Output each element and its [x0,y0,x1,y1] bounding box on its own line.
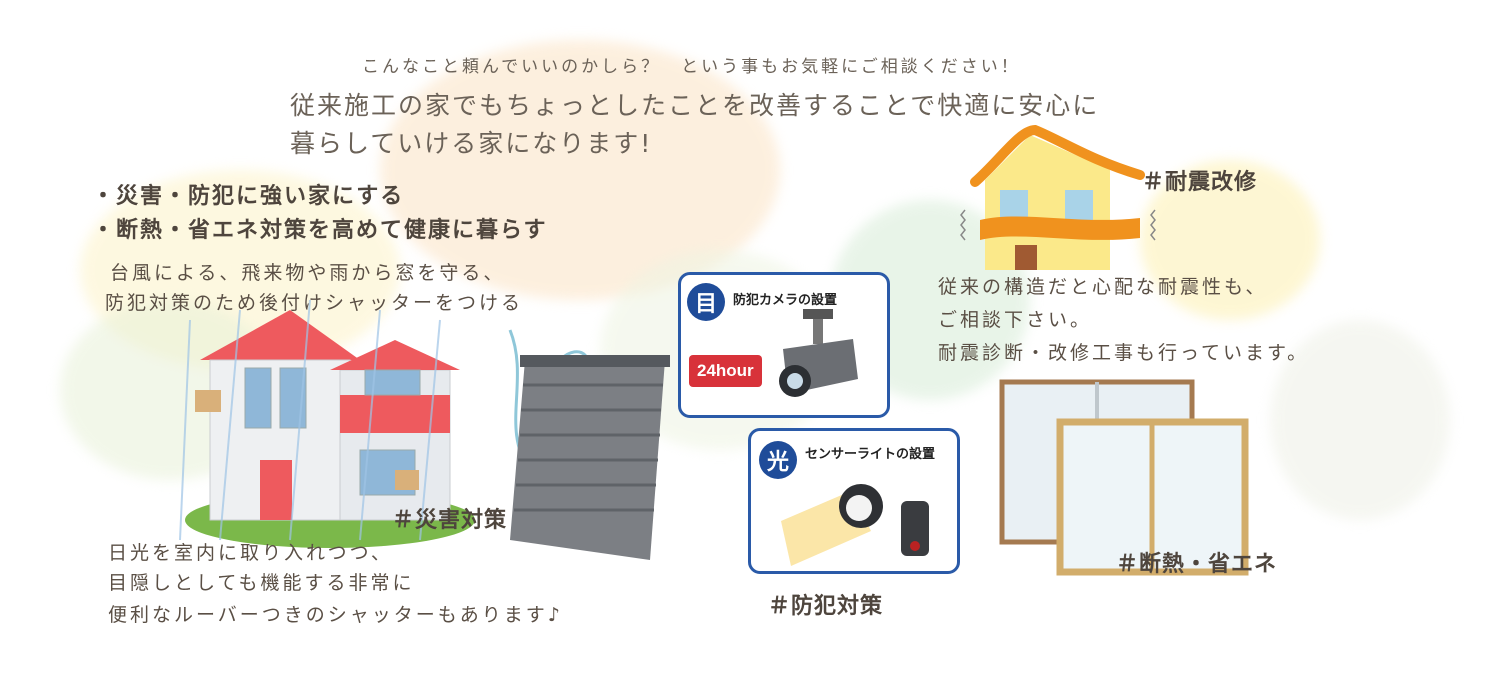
double-window-illustration [999,379,1249,576]
louver-line1: 日光を室内に取り入れつつ、 [108,542,393,564]
bg-wash-grey-right [1270,320,1450,520]
louver-line2: 目隠しとしても機能する非常に [108,572,415,594]
quake-line2: ご相談下さい。 [938,309,1093,331]
bg-wash-yellow-right [1140,160,1320,320]
storm-house-illustration [179,299,475,548]
light-badge: 光 [759,441,797,479]
24hour-badge: 24hour [689,355,762,387]
light-card-title: センサーライトの設置 [805,447,936,462]
bullet-insulation: ・断熱・省エネ対策を高めて健康に暮らす [92,218,548,243]
crime-tag: ＃防犯対策 [768,594,884,619]
headline-line2: 暮らしていける家になります! [290,129,653,158]
headline-line1: 従来施工の家でもちょっとしたことを改善することで快適に安心に [290,91,1100,120]
shutter-illustration [508,329,670,560]
earthquake-house-illustration [960,124,1156,270]
quake-line3: 耐震診断・改修工事も行っています。 [938,342,1310,364]
insulation-tag: ＃断熱・省エネ [1116,552,1278,577]
camera-badge: 目 [687,283,725,321]
quake-line1: 従来の構造だと心配な耐震性も、 [938,276,1268,298]
bullet-disaster-crime: ・災害・防犯に強い家にする [92,184,405,209]
disaster-description-line2: 防犯対策のため後付けシャッターをつける [105,292,524,314]
camera-card-title: 防犯カメラの設置 [733,293,838,308]
intro-lead: こんなこと頼んでいいのかしら？ という事もお気軽にご相談ください！ [362,57,1021,77]
camera-icon [779,309,858,397]
disaster-tag: ＃災害対策 [392,508,508,533]
sensor-light-icon [781,484,929,566]
disaster-description-line1: 台風による、飛来物や雨から窓を守る、 [110,262,506,284]
louver-line3: 便利なルーバーつきのシャッターもあります♪ [108,604,563,626]
sensor-light-card: 光 センサーライトの設置 [748,428,960,574]
quake-tag: ＃耐震改修 [1142,170,1258,195]
security-camera-card: 目 防犯カメラの設置 24hour [678,272,890,418]
